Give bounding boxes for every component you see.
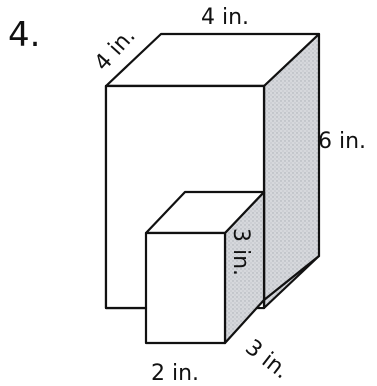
small-prism [144,190,266,345]
large-prism-bottom-side-edge [262,254,321,302]
problem-number: 4. [8,15,40,55]
small-prism-depth-label: 3 in. [240,335,293,384]
large-prism-width-label: 4 in. [201,5,249,30]
small-prism-width-label: 2 in. [151,361,199,386]
large-prism-height-label: 6 in. [318,129,366,154]
small-prism-height-label: 3 in. [228,228,253,276]
small-prism-front-face [144,231,227,345]
